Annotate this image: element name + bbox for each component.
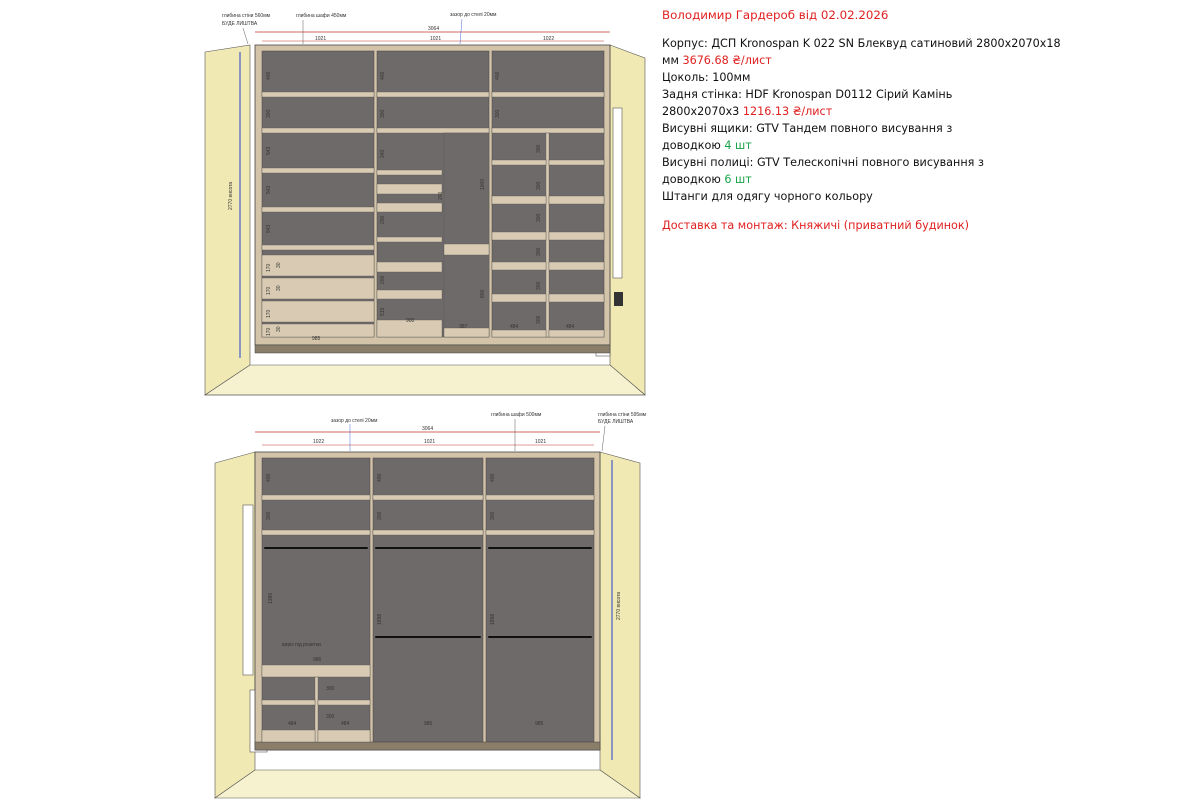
- svg-text:170: 170: [266, 327, 272, 336]
- shelves-line: Висувні полиці: GTV Телескопічні повного…: [662, 156, 984, 169]
- floor: [204, 364, 646, 396]
- right-wall: [599, 451, 641, 799]
- svg-text:306: 306: [536, 315, 542, 324]
- svg-text:30: 30: [276, 326, 282, 332]
- top-view: 2770 висота: [204, 12, 646, 396]
- tsokol-line: Цоколь: 100мм: [662, 71, 751, 84]
- svg-text:300: 300: [326, 714, 335, 720]
- svg-text:543: 543: [266, 146, 272, 155]
- svg-text:200: 200: [438, 191, 444, 200]
- height-label: 2770 висота: [616, 592, 622, 620]
- section-width-label: 1021: [535, 439, 546, 445]
- wall-depth-note: глибина стіни 595мм: [598, 412, 647, 418]
- back-wall-price: 1216.13 ₴/лист: [742, 105, 833, 118]
- svg-text:1000: 1000: [480, 179, 486, 190]
- svg-text:170: 170: [266, 263, 272, 272]
- svg-text:387: 387: [459, 324, 468, 330]
- svg-text:484: 484: [510, 324, 519, 330]
- section-width-label: 1021: [430, 36, 441, 42]
- svg-text:1898: 1898: [490, 614, 496, 625]
- svg-text:300: 300: [536, 181, 542, 190]
- total-width-label: 3064: [422, 426, 433, 432]
- delivery-line: Доставка та монтаж: Княжичі (приватний б…: [662, 219, 970, 232]
- wardrobe-depth-note: глибина шафи 500мм: [491, 412, 542, 418]
- outlet-note: виріз під розетки: [282, 642, 321, 648]
- section-width-label: 1022: [543, 36, 554, 42]
- bottom-view: 2770 висота: [214, 412, 647, 799]
- svg-text:300: 300: [380, 109, 386, 118]
- wall-depth-note: глибина стіни 560мм: [222, 13, 271, 19]
- floor: [214, 769, 641, 799]
- svg-text:484: 484: [341, 721, 350, 727]
- svg-text:1898: 1898: [377, 614, 383, 625]
- svg-text:300: 300: [490, 511, 496, 520]
- svg-text:986: 986: [313, 657, 322, 663]
- svg-text:30: 30: [276, 285, 282, 291]
- korpus-price: 3676.68 ₴/лист: [682, 54, 772, 67]
- svg-text:300: 300: [536, 144, 542, 153]
- svg-text:1386: 1386: [268, 593, 274, 604]
- rods-line: Штанги для одягу чорного кольору: [662, 190, 873, 203]
- svg-text:400: 400: [266, 473, 272, 482]
- section-width-label: 1021: [424, 439, 435, 445]
- ceiling-gap-note: зазор до стелі 20мм: [450, 12, 497, 18]
- section-width-label: 1022: [313, 439, 324, 445]
- shelves-count: 6 шт: [724, 173, 752, 186]
- svg-text:484: 484: [566, 324, 575, 330]
- svg-text:900: 900: [406, 318, 415, 324]
- shelves-count-line: доводкою 6 шт: [662, 173, 752, 186]
- back-wall-price-line: 2800х2070х3 1216.13 ₴/лист: [662, 105, 833, 118]
- svg-text:200: 200: [380, 275, 386, 284]
- svg-text:985: 985: [535, 721, 544, 727]
- svg-text:300: 300: [536, 213, 542, 222]
- drawers-count: 4 шт: [724, 139, 752, 152]
- svg-text:985: 985: [424, 721, 433, 727]
- svg-text:300: 300: [536, 247, 542, 256]
- height-label: 2770 висота: [228, 182, 234, 210]
- svg-text:985: 985: [312, 336, 321, 342]
- svg-text:400: 400: [495, 71, 501, 80]
- hanging-rods: [264, 547, 592, 638]
- svg-text:300: 300: [266, 511, 272, 520]
- doorway: [242, 504, 254, 676]
- svg-text:30: 30: [276, 262, 282, 268]
- svg-text:300: 300: [536, 281, 542, 290]
- back-wall-line: Задня стінка: HDF Kronospan D0112 Сірий …: [662, 88, 953, 101]
- svg-text:400: 400: [380, 71, 386, 80]
- total-width-label: 3064: [428, 26, 439, 32]
- svg-text:543: 543: [266, 185, 272, 194]
- svg-text:340: 340: [380, 149, 386, 158]
- doorway: [612, 107, 623, 279]
- svg-text:300: 300: [377, 511, 383, 520]
- ceiling-gap-note: зазор до стелі 20мм: [331, 418, 378, 424]
- korpus-price-line: мм 3676.68 ₴/лист: [662, 54, 772, 67]
- svg-text:800: 800: [480, 289, 486, 298]
- svg-text:484: 484: [288, 721, 297, 727]
- svg-text:170: 170: [266, 309, 272, 318]
- section-width-label: 1021: [315, 36, 326, 42]
- drawers-count-line: доводкою 4 шт: [662, 139, 752, 152]
- korpus-line: Корпус: ДСП Kronospan K 022 SN Блеквуд с…: [662, 37, 1061, 50]
- drawers-line: Висувні ящики: GTV Тандем повного висува…: [662, 122, 953, 135]
- outlet: [614, 292, 623, 306]
- svg-text:300: 300: [495, 109, 501, 118]
- svg-text:400: 400: [266, 71, 272, 80]
- left-wall: [204, 44, 251, 396]
- wardrobe-depth-note: глибина шафи 450мм: [296, 13, 347, 19]
- svg-text:400: 400: [377, 473, 383, 482]
- svg-text:200: 200: [380, 215, 386, 224]
- svg-text:300: 300: [266, 109, 272, 118]
- svg-text:515: 515: [380, 307, 386, 316]
- trim-note: БУДЕ ЛИШТВА: [598, 419, 634, 425]
- trim-note: БУДЕ ЛИШТВА: [222, 21, 258, 27]
- spec-title: Володимир Гардероб від 02.02.2026: [662, 8, 889, 22]
- svg-text:543: 543: [266, 224, 272, 233]
- svg-text:170: 170: [266, 286, 272, 295]
- svg-text:300: 300: [326, 686, 335, 692]
- svg-text:400: 400: [490, 473, 496, 482]
